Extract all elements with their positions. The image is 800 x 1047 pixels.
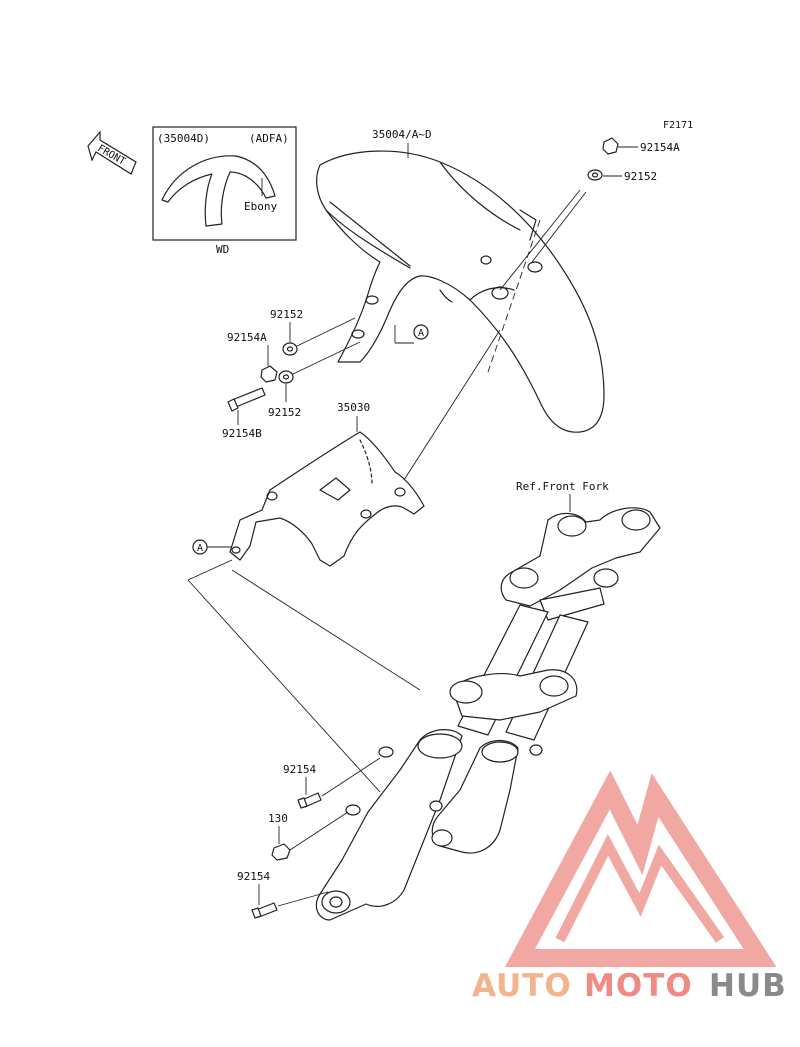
reference-mark-a-upper (413, 324, 429, 340)
callout-front-fork-ref: Ref.Front Fork (516, 480, 609, 493)
bolt-92154a-top (602, 137, 638, 155)
washer-92152-left-upper (282, 342, 298, 356)
callout-washer-left-lower: 92152 (268, 406, 301, 419)
front-fork-assembly (315, 507, 661, 921)
washer-92152-left-lower (278, 370, 294, 384)
callout-bolt-top-right: 92154A (640, 141, 680, 154)
variant-inset: (35004D) (ADFA) Ebony WD (152, 126, 297, 256)
washer-92152-top (587, 169, 622, 181)
reference-mark-a1: A (418, 328, 424, 339)
watermark-logo (504, 770, 777, 967)
inset-caption: WD (216, 243, 229, 256)
callout-bolt-lower-3: 92154 (237, 870, 270, 883)
watermark-part1: AUTO (472, 968, 572, 1004)
inset-fender-icon (161, 155, 276, 227)
callout-washer-left-upper: 92152 (270, 308, 303, 321)
figure-code: F2171 (663, 120, 693, 131)
callout-bolt-lower-2: 130 (268, 812, 288, 825)
reference-mark-a2: A (197, 543, 203, 554)
callout-bolt-left-long: 92154B (222, 427, 262, 440)
inset-left-code: (35004D) (157, 132, 210, 145)
watermark-part3: HUB (709, 968, 787, 1004)
bolt-92154-lower-1 (297, 792, 322, 809)
watermark-part2: MOTO (584, 968, 693, 1004)
inset-right-code: (ADFA) (249, 132, 289, 145)
bolt-92154b-long (227, 387, 266, 412)
watermark-wordmark: AUTO MOTO HUB (472, 968, 787, 1004)
callout-bolt-lower-1: 92154 (283, 763, 316, 776)
callout-bracket: 35030 (337, 401, 370, 414)
front-fender (316, 150, 605, 433)
fender-bracket (229, 431, 425, 567)
bolt-130-lower-2 (271, 843, 291, 861)
bolt-92154-lower-3 (251, 902, 278, 919)
inset-color-label: Ebony (244, 200, 277, 213)
callout-washer-top-right: 92152 (624, 170, 657, 183)
inset-frame (152, 126, 297, 241)
callout-bolt-left: 92154A (227, 331, 267, 344)
callout-fender: 35004/A~D (372, 128, 432, 141)
bolt-92154a-left (260, 365, 278, 383)
front-arrow-icon: FRONT (87, 130, 137, 175)
